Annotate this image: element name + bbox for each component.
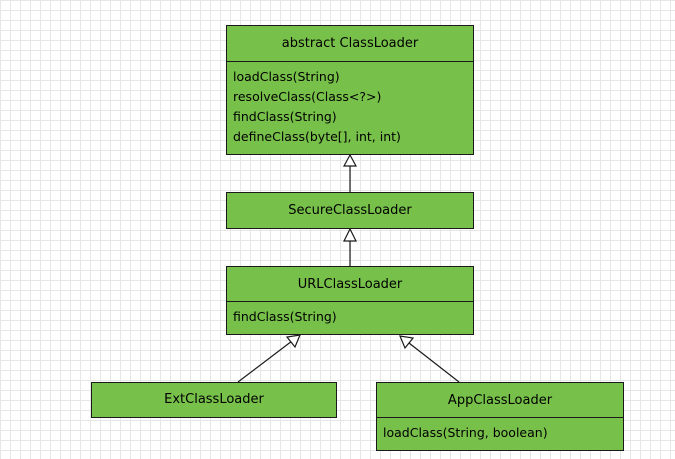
method-entry: loadClass(String)	[233, 69, 340, 84]
method-entry: findClass(String)	[233, 109, 337, 124]
method-entry: defineClass(byte[], int, int)	[233, 129, 401, 144]
method-list: loadClass(String, boolean)	[377, 417, 623, 449]
appclassloader-class-box: AppClassLoader loadClass(String, boolean…	[376, 382, 624, 451]
method-list: findClass(String)	[227, 301, 473, 333]
method-list: loadClass(String) resolveClass(Class<?>)…	[227, 61, 473, 154]
urlclassloader-class-box: URLClassLoader findClass(String)	[226, 266, 474, 335]
generalization-arrowhead	[343, 227, 357, 242]
edge-ext-to-url	[237, 340, 293, 383]
method-entry: findClass(String)	[233, 309, 337, 324]
class-name: ExtClassLoader	[164, 392, 264, 407]
generalization-arrowhead	[285, 334, 301, 349]
classloader-class-box: abstract ClassLoader loadClass(String) r…	[226, 25, 474, 155]
secureclassloader-class-box: SecureClassLoader	[226, 192, 474, 229]
generalization-arrowhead	[399, 335, 415, 350]
edge-app-to-url	[408, 342, 460, 383]
generalization-arrowhead	[342, 153, 358, 167]
class-name: URLClassLoader	[297, 276, 403, 292]
extclassloader-class-box: ExtClassLoader	[91, 382, 337, 418]
class-name: SecureClassLoader	[288, 202, 412, 218]
class-name: abstract ClassLoader	[281, 36, 419, 51]
class-name: AppClassLoader	[447, 392, 553, 408]
method-entry: resolveClass(Class<?>)	[233, 89, 382, 104]
method-entry: loadClass(String, boolean)	[383, 425, 548, 440]
